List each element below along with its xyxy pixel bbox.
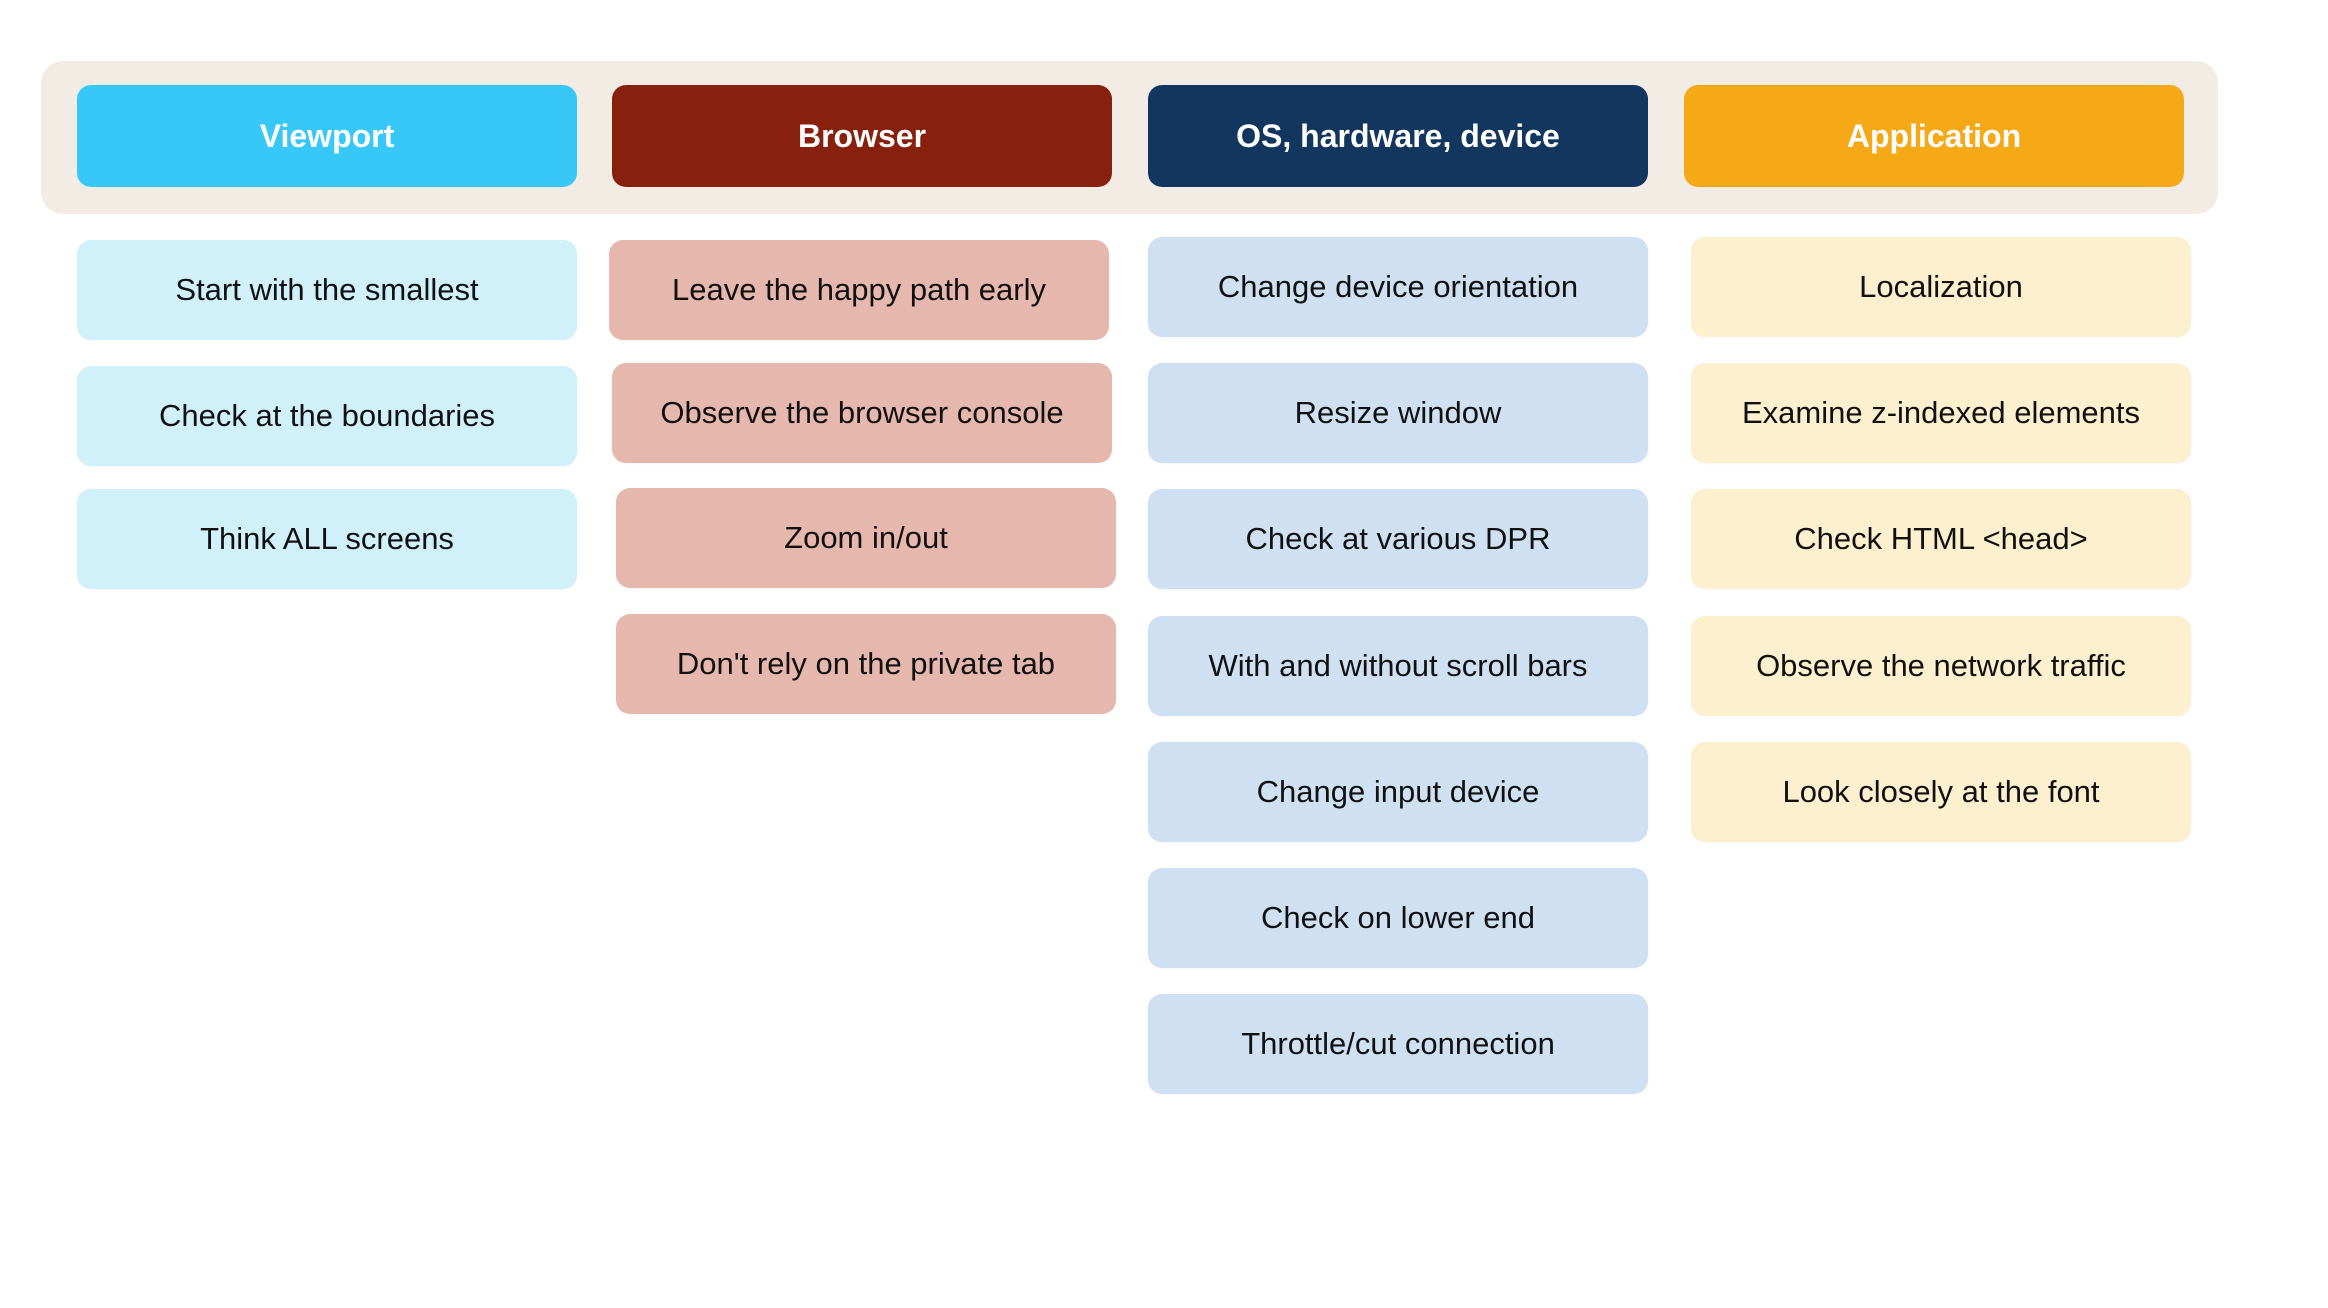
card-os-3: Check at various DPR bbox=[1148, 489, 1648, 589]
column-header-viewport: Viewport bbox=[77, 85, 577, 187]
card-application-1: Localization bbox=[1691, 237, 2191, 337]
card-os-2: Resize window bbox=[1148, 363, 1648, 463]
card-browser-1: Leave the happy path early bbox=[609, 240, 1109, 340]
card-browser-4: Don't rely on the private tab bbox=[616, 614, 1116, 714]
card-browser-2: Observe the browser console bbox=[612, 363, 1112, 463]
card-viewport-1: Start with the smallest bbox=[77, 240, 577, 340]
column-header-application: Application bbox=[1684, 85, 2184, 187]
card-application-5: Look closely at the font bbox=[1691, 742, 2191, 842]
card-os-4: With and without scroll bars bbox=[1148, 616, 1648, 716]
column-header-os-hardware-device: OS, hardware, device bbox=[1148, 85, 1648, 187]
card-os-5: Change input device bbox=[1148, 742, 1648, 842]
card-os-7: Throttle/cut connection bbox=[1148, 994, 1648, 1094]
card-viewport-2: Check at the boundaries bbox=[77, 366, 577, 466]
card-browser-3: Zoom in/out bbox=[616, 488, 1116, 588]
card-application-4: Observe the network traffic bbox=[1691, 616, 2191, 716]
card-os-6: Check on lower end bbox=[1148, 868, 1648, 968]
card-application-3: Check HTML <head> bbox=[1691, 489, 2191, 589]
card-viewport-3: Think ALL screens bbox=[77, 489, 577, 589]
card-application-2: Examine z-indexed elements bbox=[1691, 363, 2191, 463]
column-header-browser: Browser bbox=[612, 85, 1112, 187]
card-os-1: Change device orientation bbox=[1148, 237, 1648, 337]
